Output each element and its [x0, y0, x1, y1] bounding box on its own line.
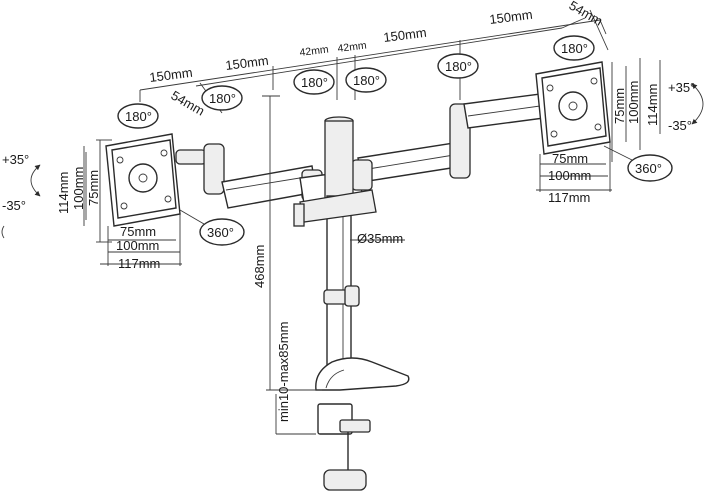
left-100v-label: 100mm [71, 167, 86, 210]
svg-text:360°: 360° [207, 225, 234, 240]
svg-text:180°: 180° [561, 41, 588, 56]
left-tilt-up-label: +35° [2, 152, 29, 167]
left-114-label: 114mm [56, 172, 71, 214]
rotation-badge-360-right: 360° [603, 145, 673, 182]
pole-diameter-label: Ø35mm [357, 231, 403, 246]
right-100v-label: 100mm [626, 81, 641, 124]
left-100-label: 100mm [116, 238, 159, 253]
svg-text:180°: 180° [445, 59, 472, 74]
dim-150-right: 150mm [383, 25, 428, 45]
top-dimension-lines [139, 9, 609, 114]
dim-54-left: 54mm [169, 88, 208, 119]
pole [293, 116, 377, 367]
svg-text:180°: 180° [301, 75, 328, 90]
dim-150-left2: 150mm [225, 53, 270, 73]
left-117-label: 117mm [118, 256, 160, 271]
right-tilt-arrow [691, 83, 704, 125]
rotation-badge-5: 180° [437, 53, 479, 79]
left-edge-arc [1, 225, 5, 239]
right-vesa-plate [535, 61, 611, 155]
left-tilt-down-label: -35° [2, 198, 26, 213]
pole-height-label: 468mm [252, 245, 267, 288]
rotation-badge-360-left: 360° [179, 209, 245, 246]
svg-text:180°: 180° [209, 91, 236, 106]
left-75v-label: 75mm [86, 170, 101, 206]
right-arm [351, 93, 545, 191]
right-114-label: 114mm [645, 84, 660, 126]
right-117-label: 117mm [548, 190, 590, 205]
svg-text:360°: 360° [635, 161, 662, 176]
right-vesa-dims [536, 58, 661, 192]
desk-clamp-base [315, 357, 410, 491]
left-75-label: 75mm [120, 224, 156, 239]
left-vesa-plate [105, 133, 225, 227]
rotation-badge-3: 180° [293, 69, 335, 95]
rotation-badge-1: 180° [117, 103, 159, 129]
dim-42-a: 42mm [299, 43, 330, 58]
rotation-badge-2: 180° [201, 85, 243, 111]
svg-text:180°: 180° [353, 73, 380, 88]
svg-text:180°: 180° [125, 109, 152, 124]
rotation-badge-4: 180° [345, 67, 387, 93]
rotation-badge-6: 180° [553, 35, 595, 61]
right-75v-label: 75mm [612, 88, 627, 124]
dim-150-left: 150mm [149, 65, 194, 85]
pole-dims [262, 95, 405, 435]
right-tilt-down-label: -35° [668, 118, 692, 133]
left-tilt-arrow [30, 164, 41, 197]
right-tilt-up-label: +35° [668, 80, 695, 95]
clamp-range-label: min10-max85mm [276, 322, 291, 422]
left-vesa-dims [83, 139, 182, 266]
right-75-label: 75mm [552, 151, 588, 166]
dim-150-farright: 150mm [489, 7, 534, 27]
dim-42-b: 42mm [337, 39, 368, 54]
right-100-label: 100mm [548, 168, 591, 183]
